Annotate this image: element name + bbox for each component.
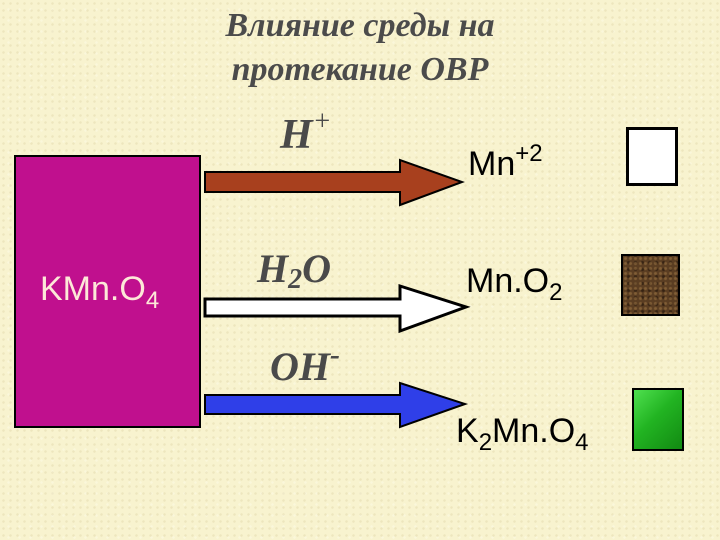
alkaline-medium-charge: - <box>330 338 340 371</box>
product-alkaline-prefix: K <box>456 412 479 450</box>
product-alkaline-prefix-subscript: 2 <box>478 429 493 456</box>
green-solution-swatch <box>632 388 684 451</box>
alkaline-arrow <box>204 381 469 429</box>
neutral-arrow <box>203 283 471 334</box>
alkaline-medium-symbol: OH <box>270 344 330 389</box>
neutral-medium-subscript: 2 <box>288 264 303 295</box>
neutral-medium-label: H2O <box>257 245 331 296</box>
acidic-arrow <box>204 158 465 207</box>
reactant-subscript: 4 <box>145 287 160 314</box>
product-neutral: Mn.O2 <box>466 262 562 307</box>
reactant-formula: KMn.O <box>40 270 146 308</box>
title-line-2: протекание ОВР <box>231 51 489 88</box>
product-neutral-formula: Mn.O <box>466 262 550 300</box>
kmno4-block <box>14 155 201 428</box>
product-acidic-formula: Mn <box>468 145 516 183</box>
neutral-medium-symbol: H <box>257 246 289 291</box>
product-neutral-subscript: 2 <box>549 279 563 306</box>
acidic-medium-label: H+ <box>280 106 332 159</box>
acidic-medium-symbol: H <box>280 112 313 158</box>
product-alkaline: K2Mn.O4 <box>456 412 589 457</box>
title-line-1: Влияние среды на <box>225 7 495 44</box>
product-acidic: Mn+2 <box>468 140 543 184</box>
slide-title: Влияние среды на протекание ОВР <box>0 4 720 92</box>
brown-precipitate-swatch <box>621 254 680 316</box>
product-alkaline-subscript: 4 <box>575 429 589 456</box>
alkaline-medium-label: OH- <box>270 338 340 390</box>
colorless-solution-swatch <box>626 127 678 186</box>
reactant-label: KMn.O4 <box>40 270 159 315</box>
neutral-medium-tail: O <box>302 246 332 291</box>
product-alkaline-formula: Mn.O <box>492 412 576 450</box>
product-acidic-charge: +2 <box>515 140 543 167</box>
acidic-medium-charge: + <box>312 106 332 137</box>
